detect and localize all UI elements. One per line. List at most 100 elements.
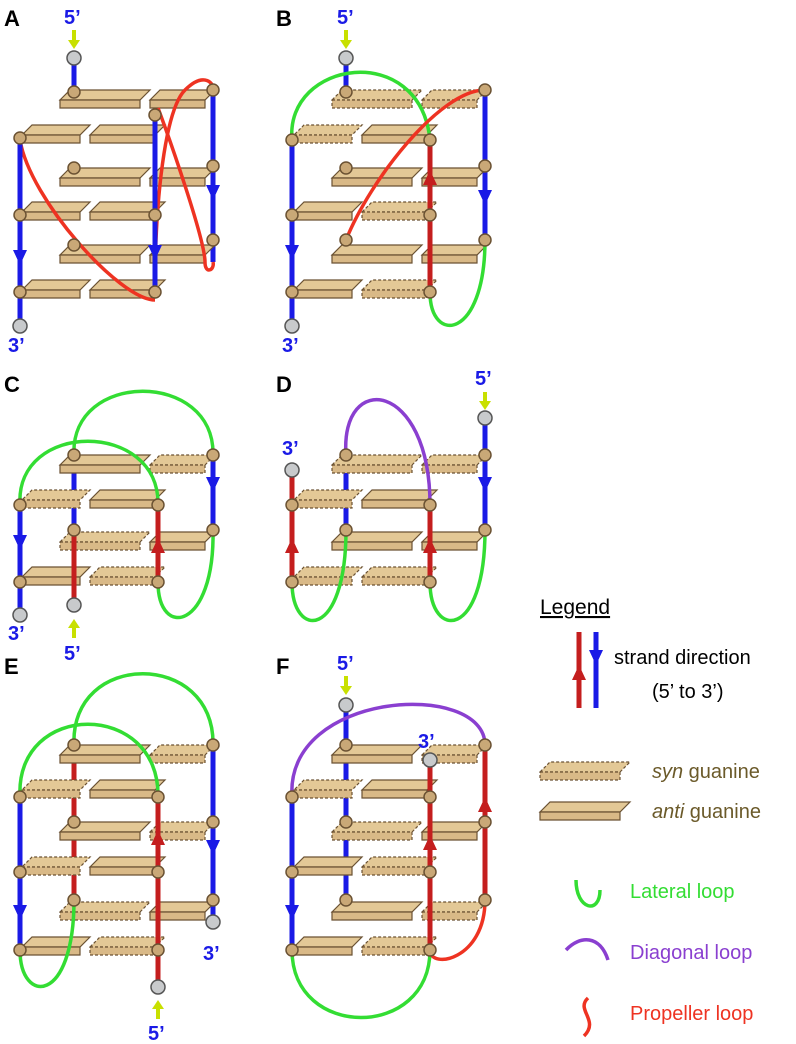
legend-anti-guanine-icon (538, 801, 632, 821)
tetrad-top (292, 744, 489, 799)
strand-end-node (205, 914, 221, 930)
propeller-loop (156, 107, 215, 272)
strand-arrow-down (478, 190, 492, 205)
lateral-loop (290, 70, 432, 141)
strand-arrow-up (151, 830, 165, 845)
lateral-loop (428, 529, 487, 623)
tetrad-top (292, 454, 489, 509)
lateral-loop (72, 389, 215, 456)
tetrad-bottom (20, 531, 217, 586)
strand-end-node (477, 410, 493, 426)
strand-arrow-down (206, 840, 220, 855)
strand-arrow-down (13, 250, 27, 265)
strand-arrow-down (206, 185, 220, 200)
legend-strand-direction: strand direction (614, 647, 751, 669)
input-arrow-head (479, 401, 491, 410)
legend-strand-direction-sub: (5’ to 3’) (652, 681, 724, 703)
tetrad-middle (20, 821, 217, 876)
strand-arrow-down (13, 535, 27, 550)
legend-diagonal-loop: Diagonal loop (630, 942, 752, 964)
legend-title: Legend (540, 596, 610, 619)
lateral-loop (290, 529, 348, 623)
strand-arrow-up (285, 538, 299, 553)
legend-lateral-loop-icon (574, 879, 602, 908)
legend-diagonal-loop-icon (564, 938, 610, 961)
lateral-loop (18, 722, 160, 798)
five-prime-label: 5’ (64, 7, 81, 29)
legend-anti-guanine: anti guanine (652, 801, 761, 823)
input-arrow-head (152, 1000, 164, 1009)
legend-arrow-up-icon (572, 665, 586, 680)
strand-arrow-up (151, 538, 165, 553)
three-prime-label: 3’ (203, 943, 220, 965)
tetrad-top (20, 454, 217, 509)
input-arrow-head (68, 619, 80, 628)
tetrad-middle (20, 167, 217, 221)
lateral-loop (290, 949, 432, 1020)
tetrad-bottom (292, 531, 489, 586)
panel-b: B (276, 6, 492, 357)
panel-label-f: F (276, 654, 289, 679)
legend-lateral-loop: Lateral loop (630, 881, 735, 903)
strand-end-node (12, 607, 28, 623)
strand-arrow-down (13, 905, 27, 920)
strand-arrow-up (478, 797, 492, 812)
panel-c: C (4, 372, 220, 665)
legend: Legend strand direction (5’ to 3’) syn g… (538, 596, 761, 1038)
panel-f: F (276, 653, 492, 1020)
three-prime-label: 3’ (8, 623, 25, 645)
legend-propeller-loop-icon (582, 996, 592, 1038)
lateral-loop (18, 439, 160, 506)
strand-end-node (338, 697, 354, 713)
legend-arrow-down-icon (589, 650, 603, 665)
lateral-loop (156, 529, 215, 620)
strand-arrow-down (285, 905, 299, 920)
panel-label-e: E (4, 654, 19, 679)
tetrad-bottom (20, 901, 217, 956)
tetrad-middle (292, 167, 489, 221)
strand-arrow-up (423, 538, 437, 553)
input-arrow-head (68, 40, 80, 49)
input-arrow-head (340, 686, 352, 695)
strand-end-node (12, 318, 28, 334)
lateral-loop (18, 899, 76, 989)
strand-arrow-down (206, 477, 220, 492)
strand-arrow-down (478, 477, 492, 492)
legend-propeller-loop: Propeller loop (630, 1003, 753, 1025)
guanine-nodes (285, 738, 492, 957)
tetrad-bottom (20, 244, 217, 299)
strand-end-node (338, 50, 354, 66)
diagonal-loop (344, 397, 432, 506)
strand-arrow-up (423, 835, 437, 850)
guanine-nodes (285, 448, 492, 589)
strand-end-node (150, 979, 166, 995)
strand-end-node (284, 462, 300, 478)
guanine-nodes (13, 448, 220, 589)
three-prime-label: 3’ (8, 335, 25, 357)
legend-syn-guanine-icon (538, 761, 632, 781)
propeller-loop (344, 88, 486, 241)
strand-end-node (66, 597, 82, 613)
panel-label-c: C (4, 372, 20, 397)
panel-label-b: B (276, 6, 292, 31)
tetrad-top (20, 89, 217, 144)
three-prime-label: 3’ (282, 438, 299, 460)
panel-label-d: D (276, 372, 292, 397)
guanine-nodes (13, 83, 220, 299)
panel-a: A (4, 6, 220, 357)
strand-arrow-up (423, 170, 437, 185)
strand-end-node (422, 752, 438, 768)
guanine-nodes (13, 738, 220, 957)
lateral-loop (428, 239, 487, 328)
three-prime-label: 3’ (282, 335, 299, 357)
strand-arrow-down (285, 245, 299, 260)
strand-arrow-down (148, 245, 162, 260)
tetrad-middle (292, 821, 489, 876)
diagonal-loop (290, 702, 487, 798)
guanine-nodes (285, 83, 492, 299)
five-prime-label: 5’ (148, 1023, 165, 1044)
five-prime-label: 5’ (475, 368, 492, 390)
five-prime-label: 5’ (337, 653, 354, 675)
lateral-loop (72, 672, 215, 746)
